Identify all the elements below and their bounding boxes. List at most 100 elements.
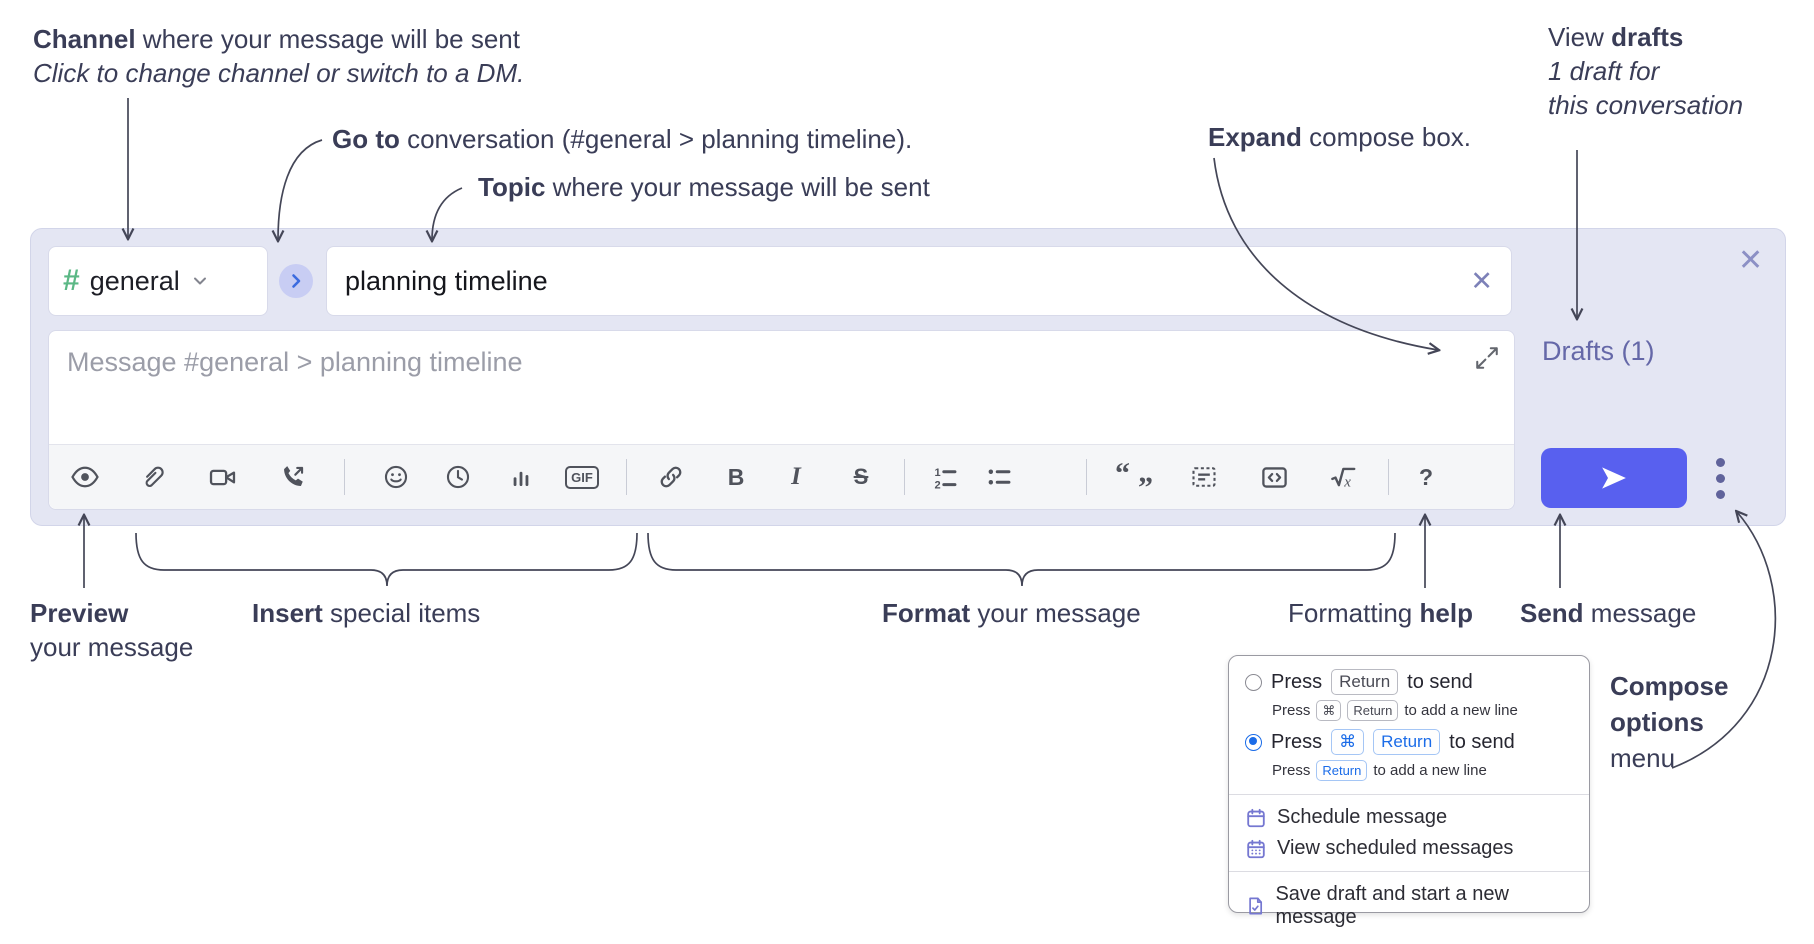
option-press-cmd-return-to-send[interactable]: Press ⌘ Return to send: [1229, 727, 1589, 757]
option1-sub-press: Press: [1272, 702, 1311, 719]
annotation-help: Formatting help: [1288, 596, 1473, 630]
annotation-preview: Preview your message: [30, 596, 193, 664]
emoji-icon[interactable]: [376, 457, 416, 497]
radio-selected-icon[interactable]: [1245, 733, 1262, 751]
topic-value: planning timeline: [345, 265, 548, 296]
annotation-expand-bold: Expand: [1208, 122, 1302, 152]
option-press-return-to-send[interactable]: Press Return to send: [1229, 667, 1589, 697]
annotation-view-drafts: View drafts 1 draft for this conversatio…: [1548, 20, 1743, 122]
compose-options-menu-icon[interactable]: [1716, 458, 1725, 499]
attach-file-icon[interactable]: [132, 457, 172, 497]
annotation-format: Format your message: [882, 596, 1141, 630]
option1-press: Press: [1271, 670, 1323, 693]
annotation-goto-bold: Go to: [332, 124, 400, 154]
toolbar-divider: [1388, 459, 1389, 495]
clear-topic-icon[interactable]: ✕: [1470, 265, 1493, 296]
gif-label: GIF: [565, 465, 599, 489]
return-key: Return: [1316, 760, 1368, 781]
annotation-compose-line3: menu: [1610, 743, 1676, 773]
italic-icon[interactable]: I: [791, 463, 801, 490]
annotation-channel-line2: Click to change channel or switch to a D…: [33, 58, 525, 88]
drafts-link[interactable]: Drafts (1): [1542, 336, 1655, 366]
option2-sub-press: Press: [1272, 762, 1311, 779]
option2-press: Press: [1271, 730, 1323, 753]
cmd-key: ⌘: [1331, 729, 1365, 755]
annotation-insert-rest: special items: [322, 598, 481, 628]
channel-hash-icon: #: [63, 264, 80, 297]
option1-after: to send: [1407, 670, 1473, 693]
view-scheduled-messages-item[interactable]: View scheduled messages: [1229, 833, 1589, 864]
annotation-compose-line2: options: [1610, 707, 1704, 737]
channel-selector[interactable]: # general: [48, 246, 268, 316]
send-button[interactable]: [1541, 448, 1687, 508]
formatting-help-icon[interactable]: ?: [1418, 463, 1434, 490]
radio-unselected-icon[interactable]: [1245, 673, 1262, 691]
svg-text:x: x: [1343, 474, 1351, 490]
message-box[interactable]: Message #general > planning timeline: [48, 330, 1515, 510]
go-to-conversation-button[interactable]: [279, 264, 313, 298]
video-call-icon[interactable]: [202, 457, 242, 497]
poll-icon[interactable]: [501, 457, 541, 497]
numbered-list-icon[interactable]: 1 2: [925, 457, 965, 497]
link-icon[interactable]: [651, 457, 691, 497]
annotation-viewdrafts-line2: 1 draft for: [1548, 56, 1660, 86]
toolbar-divider: [344, 459, 345, 495]
preview-icon[interactable]: [65, 457, 105, 497]
bulleted-list-icon[interactable]: [979, 457, 1019, 497]
return-key: Return: [1373, 729, 1441, 755]
annotation-insert: Insert special items: [252, 596, 480, 630]
return-key: Return: [1347, 700, 1399, 721]
save-draft-item[interactable]: Save draft and start a new message: [1229, 879, 1589, 933]
audio-call-icon[interactable]: [272, 457, 312, 497]
cmd-key: ⌘: [1316, 700, 1342, 721]
return-key: Return: [1331, 669, 1399, 695]
annotation-channel-bold: Channel: [33, 24, 136, 54]
math-icon[interactable]: x: [1323, 457, 1363, 497]
schedule-message-item[interactable]: Schedule message: [1229, 802, 1589, 833]
expand-compose-icon[interactable]: [1474, 345, 1500, 371]
option1-subtext: Press ⌘ Return to add a new line: [1229, 697, 1589, 727]
quote-icon[interactable]: “ ”: [1115, 456, 1156, 502]
annotation-send-rest: message: [1583, 598, 1697, 628]
bold-icon[interactable]: B: [727, 463, 745, 490]
svg-text:1: 1: [935, 467, 941, 479]
save-draft-label: Save draft and start a new message: [1275, 883, 1509, 928]
quote-open-glyph: “: [1115, 456, 1130, 490]
annotation-compose-line1: Compose: [1610, 671, 1729, 701]
annotation-insert-bold: Insert: [252, 598, 323, 628]
topic-input[interactable]: planning timeline ✕: [326, 246, 1512, 316]
annotation-topic-rest: where your message will be sent: [545, 172, 930, 202]
code-icon[interactable]: [1254, 457, 1294, 497]
gif-icon[interactable]: GIF: [556, 457, 608, 497]
calendar-dots-icon: [1247, 839, 1265, 858]
option2-after: to send: [1449, 730, 1515, 753]
chevron-down-icon: [193, 277, 206, 285]
annotation-format-rest: your message: [970, 598, 1141, 628]
annotation-topic-bold: Topic: [478, 172, 546, 202]
annotation-expand-rest: compose box.: [1301, 122, 1472, 152]
calendar-icon: [1247, 808, 1265, 827]
global-time-icon[interactable]: [438, 457, 478, 497]
popup-divider: [1229, 871, 1589, 872]
annotation-format-bold: Format: [882, 598, 971, 628]
spoiler-icon[interactable]: [1184, 457, 1224, 497]
annotation-channel-rest: where your message will be sent: [135, 24, 520, 54]
insert-brace: [135, 532, 638, 587]
close-compose-icon[interactable]: ✕: [1738, 244, 1764, 277]
annotation-viewdrafts-bold: drafts: [1611, 22, 1684, 52]
format-brace: [647, 532, 1396, 587]
annotation-viewdrafts-pre: View: [1548, 22, 1612, 52]
toolbar-divider: [626, 459, 627, 495]
strikethrough-icon[interactable]: S: [853, 464, 869, 489]
goto-arrow: [278, 139, 323, 240]
option1-sub-after: to add a new line: [1404, 702, 1518, 719]
draft-document-icon: [1249, 897, 1263, 915]
send-icon: [1602, 467, 1626, 489]
schedule-message-label: Schedule message: [1277, 806, 1448, 828]
annotation-compose-options: Compose options menu: [1610, 668, 1728, 776]
annotation-channel: Channel where your message will be sent …: [33, 22, 524, 90]
annotation-expand: Expand compose box.: [1208, 120, 1471, 154]
annotation-send: Send message: [1520, 596, 1696, 630]
annotation-send-bold: Send: [1520, 598, 1584, 628]
toolbar-divider: [1086, 459, 1087, 495]
